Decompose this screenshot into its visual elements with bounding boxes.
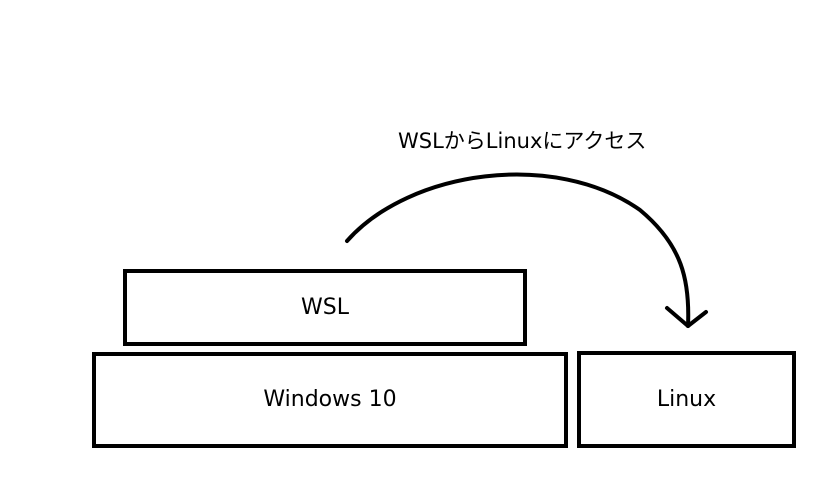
arrow-caption: WSLからLinuxにアクセス bbox=[398, 129, 647, 153]
wsl-box: WSL bbox=[123, 269, 527, 346]
windows-10-label: Windows 10 bbox=[263, 387, 397, 412]
arrow-curve bbox=[345, 172, 691, 328]
linux-box: Linux bbox=[577, 351, 796, 448]
windows-10-box: Windows 10 bbox=[92, 352, 568, 448]
wsl-label: WSL bbox=[301, 294, 349, 320]
arrow-head bbox=[665, 306, 708, 328]
linux-label: Linux bbox=[656, 386, 717, 412]
